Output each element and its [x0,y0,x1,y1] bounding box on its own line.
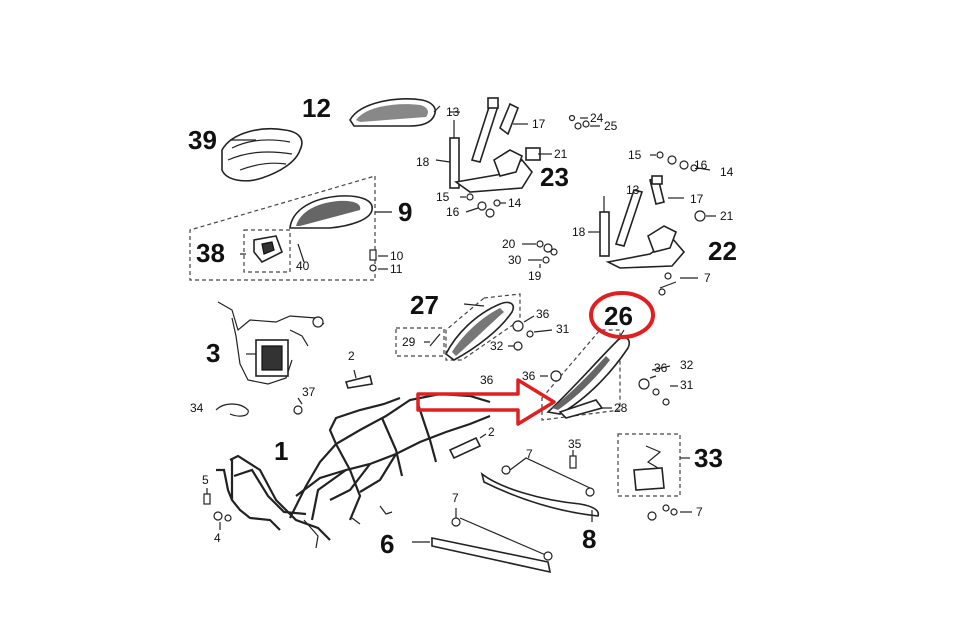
highlight-circle [589,291,655,339]
label-15-upper: 15 [436,190,450,204]
label-39: 39 [188,125,217,155]
part-12-drawing [349,98,441,127]
label-17-right: 17 [690,192,704,206]
label-11: 11 [390,262,403,276]
bolts-5-4 [203,488,232,530]
label-8: 8 [582,524,596,554]
bolts-37-34-2-left [215,369,373,417]
part-9-group [189,175,392,281]
bolts-15-16-14-upper [460,193,506,218]
label-1: 1 [274,436,288,466]
part-1-frame-drawing [216,392,491,549]
label-36-mid: 36 [522,369,536,383]
label-40: 40 [296,259,310,273]
bolts-36-32-31-right [638,365,678,406]
bolts-15-16-14-right [650,151,711,172]
label-12: 12 [302,93,331,123]
label-25: 25 [604,119,618,133]
label-16-right: 16 [694,158,708,172]
label-32-upper: 32 [490,339,504,353]
part-8-drawing [480,457,600,522]
label-27: 27 [410,290,439,320]
label-19: 19 [528,269,542,283]
label-13-upper: 13 [446,105,460,119]
label-10: 10 [390,249,404,263]
label-21-right: 21 [720,209,734,223]
part-labels: 39 12 9 38 40 10 11 13 17 18 21 23 24 25… [188,93,737,559]
bolts-7-lower-right [647,504,692,521]
label-26: 26 [604,301,633,331]
bolts-20-30-19 [522,240,558,268]
label-21-upper: 21 [554,147,568,161]
label-13-right: 13 [626,183,640,197]
label-32-right: 32 [680,358,694,372]
part-26-group [541,329,631,421]
bolt-35 [569,450,577,469]
label-4: 4 [214,531,221,545]
label-20: 20 [502,237,516,251]
bolts-24-25 [568,114,600,130]
label-15-right: 15 [628,148,642,162]
part-2-right-drawing [448,433,487,460]
bolt-7-upper-right [658,272,698,296]
part-39-drawing [221,128,303,182]
label-30: 30 [508,253,522,267]
bolt-36-mid [540,370,562,382]
rear-shock-assembly-left [435,97,552,193]
label-7-lower: 7 [452,491,459,505]
label-22: 22 [708,236,737,266]
label-28: 28 [614,401,628,415]
bolts-36-31-32-upper [508,315,553,351]
part-27-group [395,293,521,361]
label-24: 24 [590,111,604,125]
label-31-right: 31 [680,378,694,392]
part-33-group [617,433,690,497]
part-6-drawing [412,508,553,574]
label-33: 33 [694,443,723,473]
bolts-10-11 [369,249,388,272]
rear-shock-assembly-right [588,175,716,269]
label-2-left: 2 [348,349,355,363]
label-23: 23 [540,162,569,192]
label-38: 38 [196,238,225,268]
label-5: 5 [202,473,209,487]
label-36-upper: 36 [536,307,550,321]
label-18-right: 18 [572,225,586,239]
label-3: 3 [206,338,220,368]
label-31-upper: 31 [556,322,570,336]
label-14-upper: 14 [508,196,522,210]
label-9: 9 [398,197,412,227]
label-18-upper: 18 [416,155,430,169]
part-3-drawing [217,301,325,385]
label-2-right: 2 [488,425,495,439]
label-6: 6 [380,529,394,559]
label-7-mid: 7 [526,447,533,461]
label-29: 29 [402,335,416,349]
label-35: 35 [568,437,582,451]
label-17-upper: 17 [532,117,546,131]
label-7-lower-right: 7 [696,505,703,519]
label-36-right: 36 [654,361,668,375]
label-34: 34 [190,401,204,415]
label-14-right: 14 [720,165,734,179]
label-36-mid-left: 36 [480,373,494,387]
label-7-upper-right: 7 [704,271,711,285]
label-16-upper: 16 [446,205,460,219]
highlight-arrow [416,378,556,426]
label-37: 37 [302,385,316,399]
